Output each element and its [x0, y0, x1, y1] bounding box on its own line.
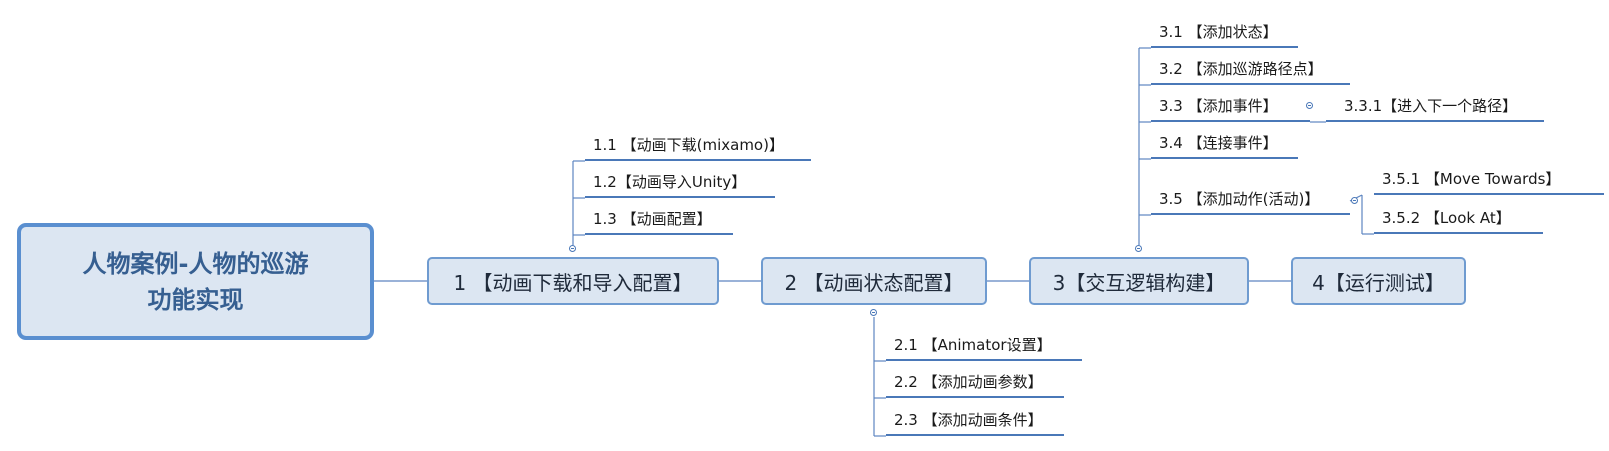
topic-4[interactable]: 4【运行测试】: [1291, 257, 1466, 305]
subtopic-3-1[interactable]: 3.1 【添加状态】: [1151, 16, 1298, 48]
topic-3-label: 3【交互逻辑构建】: [1052, 270, 1226, 295]
subtopic-3-5[interactable]: 3.5 【添加动作(活动)】: [1151, 183, 1350, 215]
subtopic-2-1[interactable]: 2.1 【Animator设置】: [886, 329, 1082, 361]
subtopic-1-2[interactable]: 1.2【动画导入Unity】: [585, 166, 775, 198]
topic-1-label: 1 【动画下载和导入配置】: [453, 270, 693, 295]
central-topic[interactable]: 人物案例-人物的巡游 功能实现: [17, 223, 374, 340]
subtopic-2-2[interactable]: 2.2 【添加动画参数】: [886, 366, 1064, 398]
subtopic-3-3[interactable]: 3.3 【添加事件】: [1151, 90, 1310, 122]
subtopic-3-3-1[interactable]: 3.3.1【进入下一个路径】: [1326, 90, 1544, 122]
collapse-toggle-icon[interactable]: [569, 245, 576, 252]
central-topic-line1: 人物案例-人物的巡游: [82, 249, 309, 278]
subtopic-1-1[interactable]: 1.1 【动画下载(mixamo)】: [585, 129, 811, 161]
subtopic-3-5-2[interactable]: 3.5.2 【Look At】: [1374, 202, 1543, 234]
subtopic-3-4[interactable]: 3.4 【连接事件】: [1151, 127, 1298, 159]
topic-2-label: 2 【动画状态配置】: [784, 270, 964, 295]
subtopic-2-3[interactable]: 2.3 【添加动画条件】: [886, 404, 1064, 436]
collapse-toggle-icon[interactable]: [1135, 245, 1142, 252]
subtopic-3-5-1[interactable]: 3.5.1 【Move Towards】: [1374, 163, 1604, 195]
topic-1[interactable]: 1 【动画下载和导入配置】: [427, 257, 719, 305]
topic-3[interactable]: 3【交互逻辑构建】: [1029, 257, 1249, 305]
collapse-toggle-icon[interactable]: [1351, 197, 1358, 204]
topic-2[interactable]: 2 【动画状态配置】: [761, 257, 987, 305]
central-topic-line2: 功能实现: [147, 285, 244, 314]
subtopic-1-3[interactable]: 1.3 【动画配置】: [585, 203, 733, 235]
collapse-toggle-icon[interactable]: [1306, 102, 1313, 109]
subtopic-3-2[interactable]: 3.2 【添加巡游路径点】: [1151, 53, 1350, 85]
collapse-toggle-icon[interactable]: [870, 309, 877, 316]
topic-4-label: 4【运行测试】: [1312, 270, 1445, 295]
